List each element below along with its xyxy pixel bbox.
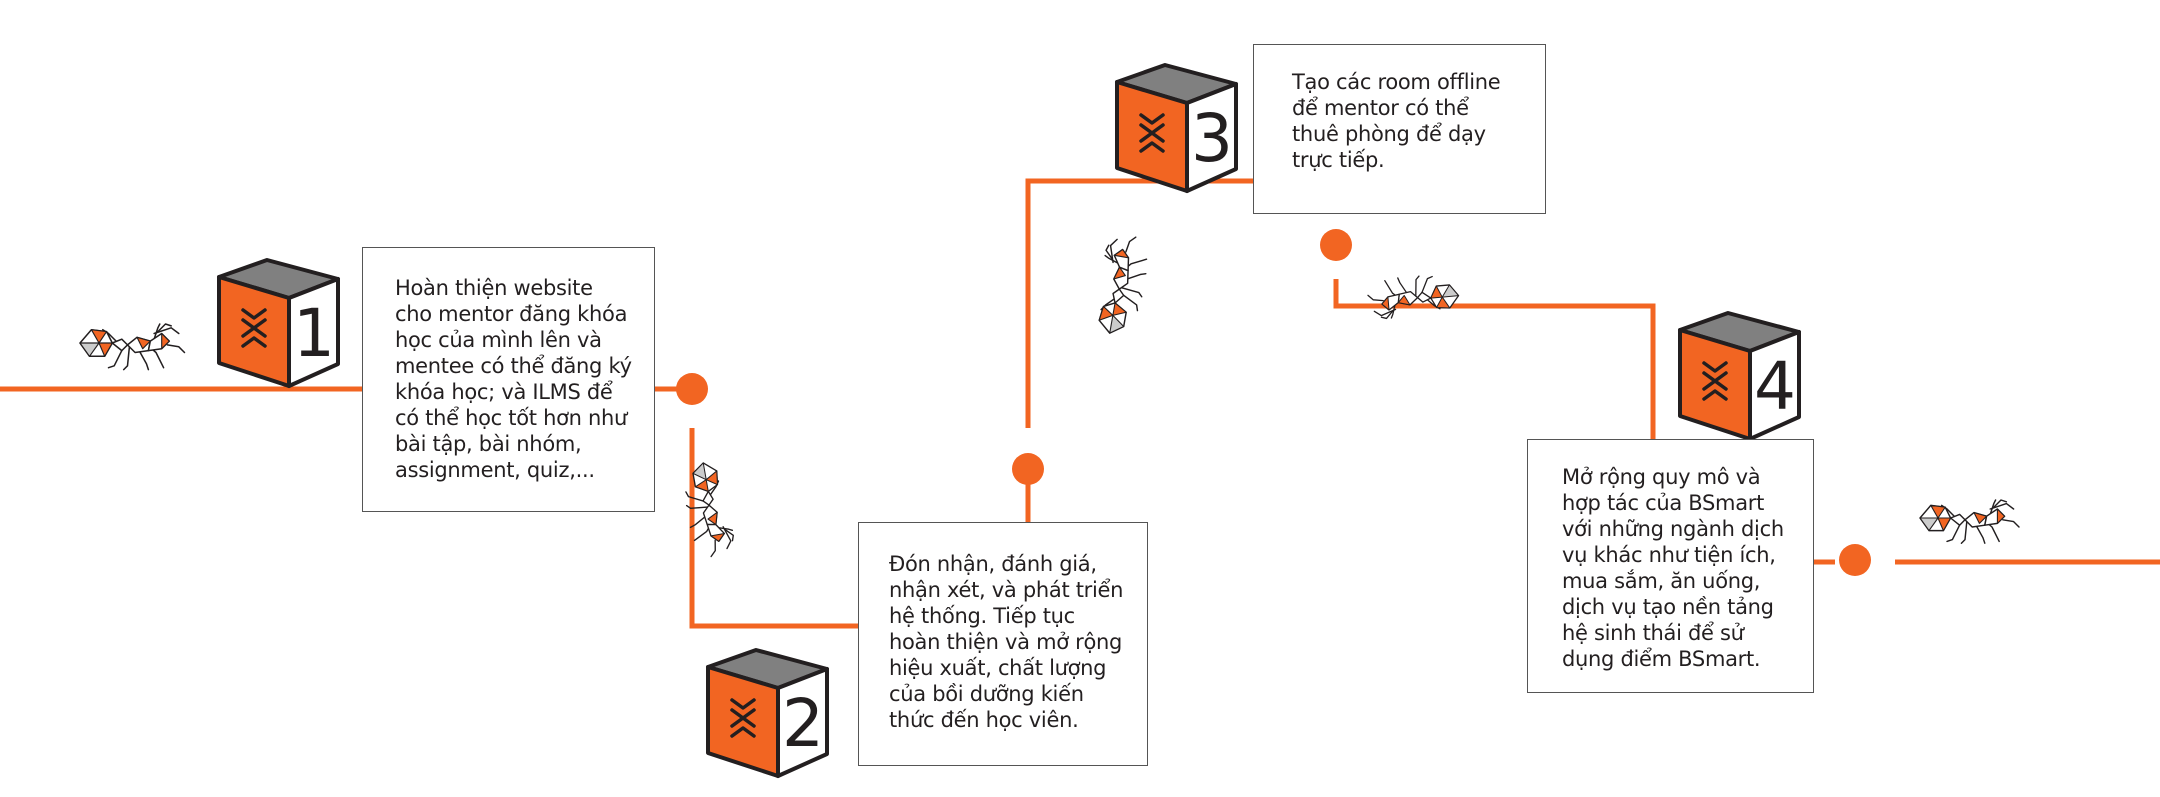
step-cube-1: 1 [217, 258, 340, 388]
timeline-node-2 [1012, 453, 1044, 485]
step-description-2: Đón nhận, đánh giá, nhận xét, và phát tr… [858, 522, 1148, 766]
step-number-3: 3 [1191, 100, 1233, 177]
step-description-4: Mở rộng quy mô và hợp tác của BSmart với… [1527, 439, 1814, 693]
timeline-node-1 [676, 373, 708, 405]
timeline-node-4 [1839, 544, 1871, 576]
ant-icon-5 [1919, 499, 2020, 544]
step-cube-2: 2 [706, 648, 829, 778]
step-cube-3: 3 [1115, 63, 1238, 193]
timeline-path [0, 178, 2160, 629]
ant-icon-2 [679, 459, 737, 560]
step-number-1: 1 [293, 295, 335, 372]
step-cube-4: 4 [1678, 311, 1801, 441]
step-number-4: 4 [1754, 348, 1796, 425]
step-number-2: 2 [782, 685, 824, 762]
ant-icon-4 [1366, 272, 1461, 321]
step-description-1: Hoàn thiện website cho mentor đăng khóa … [362, 247, 655, 512]
ant-icon-1 [79, 323, 186, 371]
ant-icon-3 [1091, 231, 1153, 339]
step-description-3: Tạo các room offline để mentor có thể th… [1253, 44, 1546, 214]
timeline-node-3 [1320, 229, 1352, 261]
